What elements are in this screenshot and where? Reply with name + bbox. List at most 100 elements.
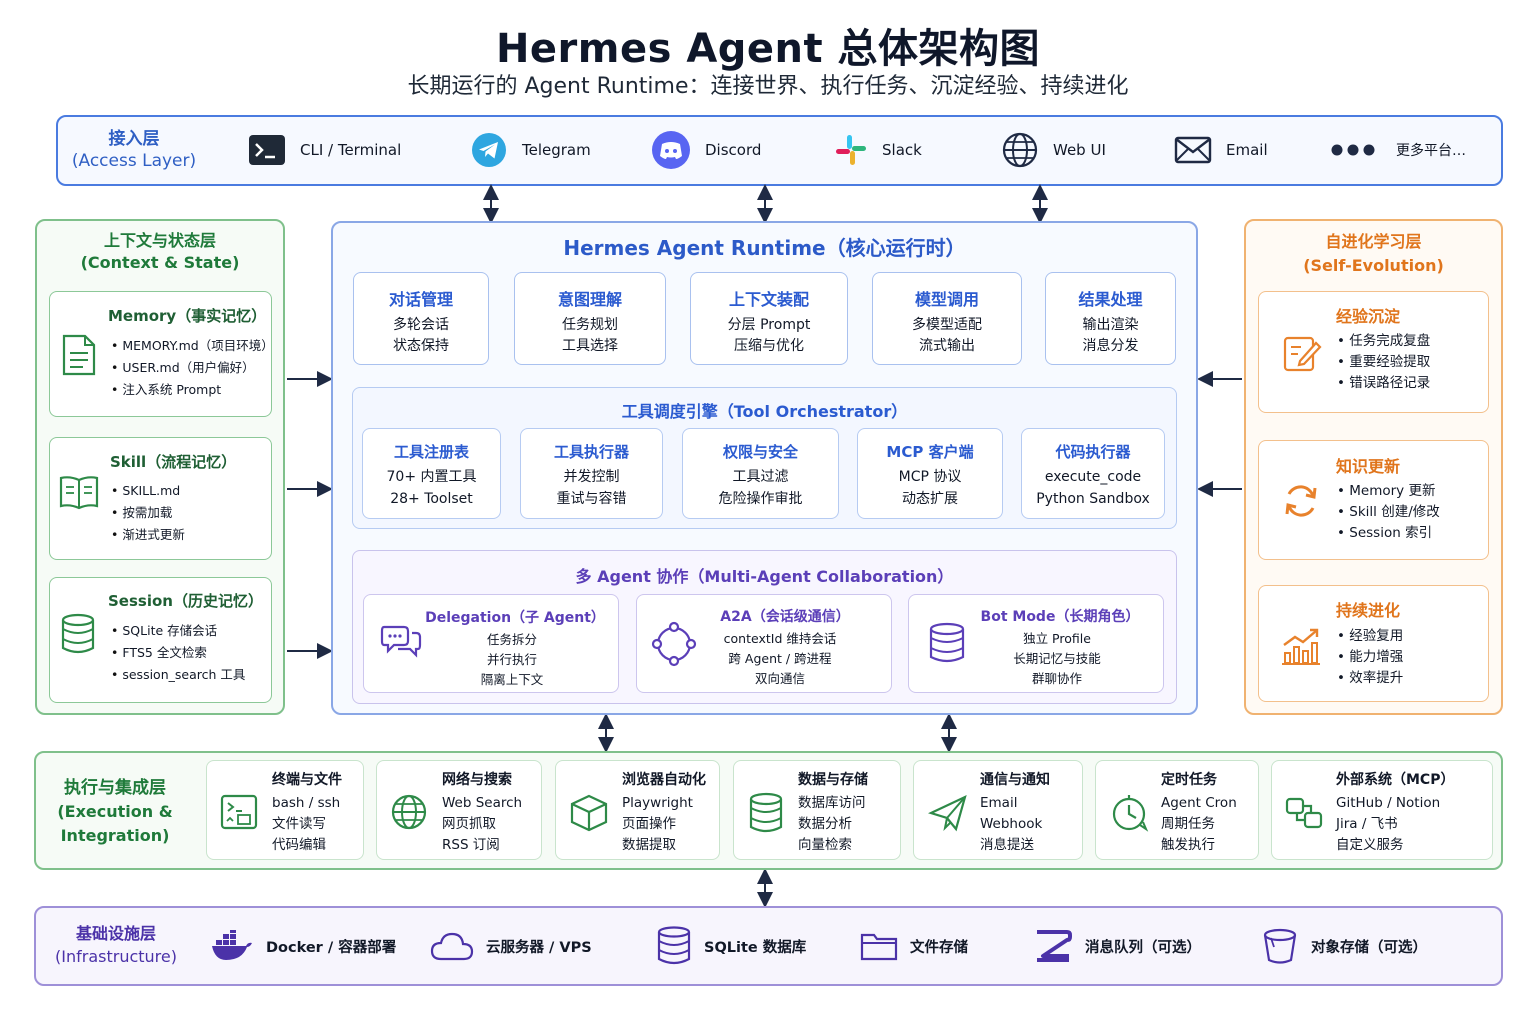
evolution-layer-en: (Self-Evolution) — [1303, 256, 1444, 275]
execution-item: 外部系统（MCP） GitHub / Notion Jira / 飞书 自定义服… — [1271, 760, 1493, 860]
access-webui: Web UI — [1001, 130, 1106, 170]
access-layer-en: (Access Layer) — [71, 151, 197, 171]
execution-layer-en: (Execution & — [57, 802, 173, 821]
context-layer-en: (Context & State) — [80, 253, 240, 272]
cube-icon — [569, 794, 609, 832]
execution-item-line: Email — [980, 795, 1018, 811]
infrastructure-layer-name: 基础设施层 — [75, 924, 156, 943]
access-item-label: CLI / Terminal — [300, 141, 402, 159]
module-line: 消息分发 — [1082, 338, 1139, 354]
execution-item-lines: Playwright 页面操作 数据提取 — [622, 793, 693, 856]
agent-mode-line: 隔离上下文 — [480, 672, 544, 687]
tool-line: 工具过滤 — [732, 469, 789, 485]
evolution-card-item: Session 索引 — [1337, 523, 1440, 544]
execution-item-line: RSS 订阅 — [442, 837, 500, 853]
tool-line: Python Sandbox — [1036, 491, 1150, 507]
access-more: 更多平台… — [1330, 130, 1466, 170]
tool-block: 工具执行器 并发控制重试与容错 — [520, 428, 663, 519]
execution-item-lines: Email Webhook 消息提送 — [980, 793, 1042, 856]
execution-item-lines: 数据库访问 数据分析 向量检索 — [798, 793, 866, 856]
agent-mode-line: 任务拆分 — [486, 632, 537, 647]
execution-item-line: 代码编辑 — [272, 837, 326, 853]
execution-item-title: 通信与通知 — [980, 772, 1050, 788]
discord-icon — [651, 130, 691, 170]
infra-item-sqlite: SQLite 数据库 — [656, 926, 806, 966]
infra-item-cloud: 云服务器 / VPS — [430, 926, 592, 966]
context-card-item: USER.md（用户偏好） — [111, 357, 274, 379]
terminal-icon — [248, 134, 286, 166]
database-icon — [60, 613, 96, 655]
access-slack: Slack — [834, 130, 922, 170]
database-icon — [656, 926, 692, 966]
evolution-card-item: Memory 更新 — [1337, 481, 1440, 502]
module-line: 状态保持 — [393, 338, 449, 354]
module-line: 工具选择 — [562, 338, 618, 354]
tool-block: 权限与安全 工具过滤危险操作审批 — [682, 428, 839, 519]
agent-mode-title: A2A（会话级通信） — [720, 609, 850, 625]
execution-layer-en: Integration) — [60, 826, 170, 845]
terminal-file-icon — [220, 794, 258, 830]
execution-item-line: Web Search — [442, 795, 523, 811]
execution-item-line: 消息提送 — [980, 837, 1034, 853]
runtime-module: 对话管理 多轮会话状态保持 — [353, 272, 489, 365]
execution-item: 终端与文件 bash / ssh 文件读写 代码编辑 — [206, 760, 364, 860]
execution-item: 通信与通知 Email Webhook 消息提送 — [913, 760, 1083, 860]
execution-item-line: 向量检索 — [798, 837, 852, 853]
access-item-label: Email — [1226, 141, 1268, 159]
tool-title: 工具注册表 — [393, 443, 469, 461]
execution-item-line: Webhook — [980, 816, 1043, 832]
execution-item-title: 数据与存储 — [798, 772, 868, 788]
module-line: 多轮会话 — [393, 317, 449, 333]
execution-item-line: 触发执行 — [1161, 837, 1215, 853]
execution-item: 数据与存储 数据库访问 数据分析 向量检索 — [733, 760, 901, 860]
agent-mode-line: 独立 Profile — [1023, 631, 1091, 646]
context-card-item: session_search 工具 — [111, 664, 245, 686]
context-card-list: SKILL.md 按需加载 渐进式更新 — [111, 480, 185, 546]
access-item-label: Discord — [705, 141, 762, 159]
context-card-item: 按需加载 — [111, 502, 185, 524]
execution-item-line: 文件读写 — [272, 816, 326, 832]
module-title: 对话管理 — [388, 290, 453, 309]
context-card-list: SQLite 存储会话 FTS5 全文检索 session_search 工具 — [111, 620, 245, 686]
tool-line: 并发控制 — [563, 469, 620, 485]
module-title: 结果处理 — [1078, 290, 1143, 309]
execution-item-line: 数据提取 — [622, 837, 676, 853]
access-item-label: 更多平台… — [1396, 143, 1466, 159]
tool-orchestrator-title: 工具调度引擎（Tool Orchestrator） — [621, 402, 908, 421]
infrastructure-layer-en: (Infrastructure) — [55, 947, 177, 966]
execution-item-lines: Web Search 网页抓取 RSS 订阅 — [442, 793, 522, 856]
agent-mode-line: 跨 Agent / 跨进程 — [728, 651, 832, 666]
infra-item-label: Docker / 容器部署 — [266, 939, 397, 956]
tool-line: execute_code — [1044, 469, 1142, 485]
tool-line: 重试与容错 — [556, 491, 627, 507]
access-item-label: Slack — [882, 141, 922, 159]
execution-item: 网络与搜索 Web Search 网页抓取 RSS 订阅 — [376, 760, 542, 860]
access-cli: CLI / Terminal — [248, 130, 401, 170]
execution-item-line: 数据库访问 — [798, 795, 866, 811]
diagram-subtitle: 长期运行的 Agent Runtime：连接世界、执行任务、沉淀经验、持续进化 — [407, 74, 1129, 99]
evolution-card-list: 经验复用 能力增强 效率提升 — [1337, 626, 1403, 689]
module-line: 输出渲染 — [1082, 317, 1139, 333]
evolution-card-item: 经验复用 — [1337, 626, 1403, 647]
evolution-card-item: 能力增强 — [1337, 647, 1403, 668]
infra-item-label: 云服务器 / VPS — [486, 939, 592, 956]
infra-item-docker: Docker / 容器部署 — [210, 926, 396, 966]
execution-item-line: GitHub / Notion — [1336, 795, 1441, 811]
execution-item-line: bash / ssh — [272, 795, 341, 811]
database-icon — [928, 622, 966, 664]
execution-item-title: 网络与搜索 — [442, 772, 512, 788]
execution-item-title: 终端与文件 — [272, 772, 342, 788]
context-card-item: 注入系统 Prompt — [111, 379, 274, 401]
folder-icon — [860, 930, 898, 962]
network-ring-icon — [651, 621, 697, 667]
context-card-item: MEMORY.md（项目环境） — [111, 335, 273, 357]
tool-line: 动态扩展 — [902, 491, 958, 507]
agent-mode-line: 长期记忆与技能 — [1013, 651, 1101, 666]
tool-title: 权限与安全 — [722, 443, 798, 461]
module-line: 流式输出 — [919, 338, 975, 354]
tool-title: MCP 客户端 — [886, 443, 974, 461]
module-line: 任务规划 — [562, 317, 618, 333]
growth-chart-icon — [1281, 627, 1321, 665]
agent-mode-line: 群聊协作 — [1031, 671, 1082, 686]
